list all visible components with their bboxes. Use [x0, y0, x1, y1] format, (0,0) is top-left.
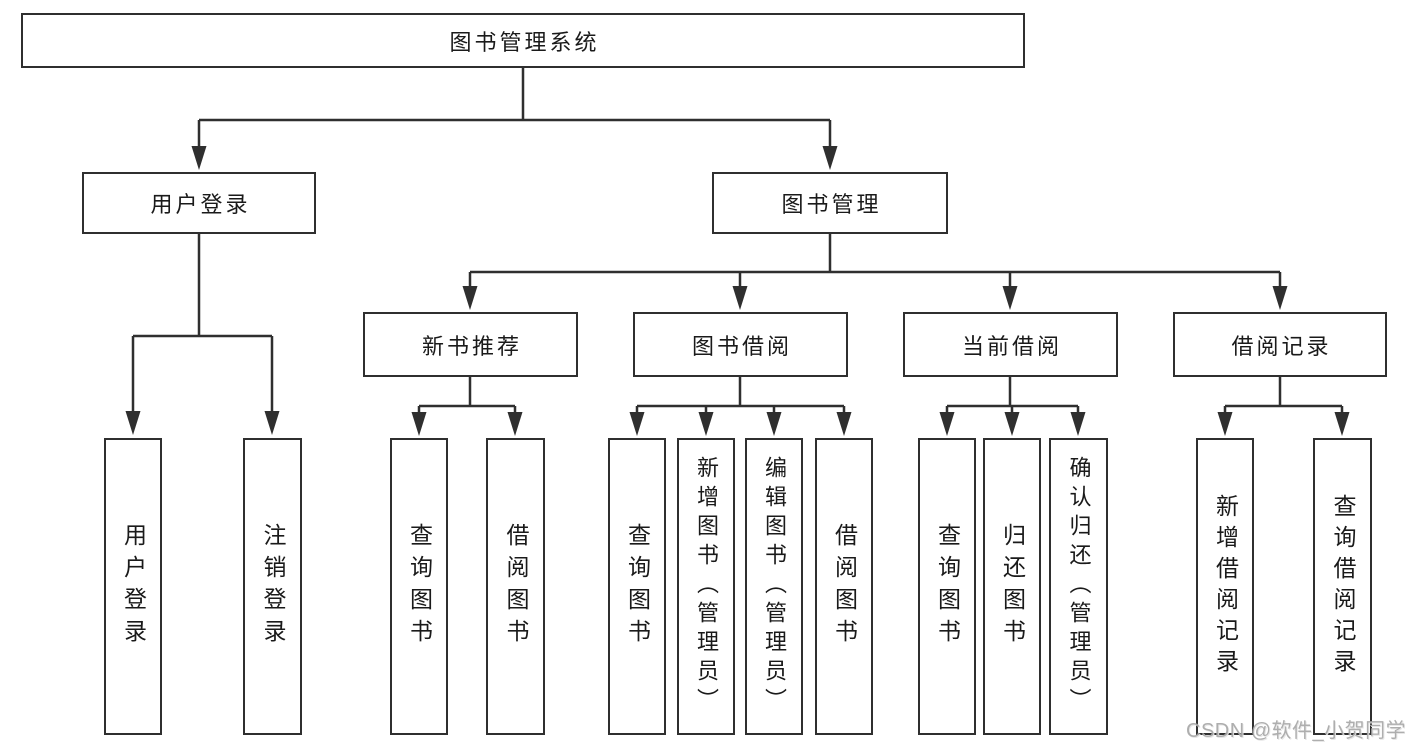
- leaf-query-books-recommend-label: 查询图书: [406, 522, 433, 651]
- leaf-edit-book-admin: 编辑图书（管理员）: [745, 438, 803, 735]
- leaf-query-books-recommend: 查询图书: [390, 438, 448, 735]
- leaf-confirm-return-admin-label: 确认归还（管理员）: [1066, 456, 1092, 717]
- watermark: CSDN @软件_小贺同学: [1186, 720, 1405, 742]
- node-current-borrowing: 当前借阅: [903, 312, 1118, 377]
- leaf-query-books-borrow: 查询图书: [608, 438, 666, 735]
- leaf-confirm-return-admin: 确认归还（管理员）: [1049, 438, 1108, 735]
- leaf-edit-book-admin-label: 编辑图书（管理员）: [762, 456, 787, 717]
- node-root-label: 图书管理系统: [449, 29, 600, 55]
- node-book-management: 图书管理: [712, 172, 948, 234]
- leaf-borrow-books-label: 借阅图书: [831, 522, 858, 651]
- leaf-query-books-borrow-label: 查询图书: [624, 522, 651, 651]
- node-root-library-management-system: 图书管理系统: [21, 13, 1025, 68]
- leaf-query-borrow-record: 查询借阅记录: [1313, 438, 1372, 735]
- node-book-borrowing: 图书借阅: [633, 312, 848, 377]
- node-borrowing-records-label: 借阅记录: [1231, 333, 1332, 359]
- leaf-add-borrow-record-label: 新增借阅记录: [1212, 493, 1239, 680]
- leaf-logout: 注销登录: [243, 438, 302, 735]
- node-book-management-label: 图书管理: [781, 192, 882, 217]
- node-book-borrowing-label: 图书借阅: [691, 333, 792, 359]
- leaf-logout-label: 注销登录: [260, 522, 286, 651]
- leaf-borrow-books-recommend-label: 借阅图书: [503, 522, 529, 651]
- node-borrowing-records: 借阅记录: [1173, 312, 1387, 377]
- leaf-user-login-label: 用户登录: [120, 522, 147, 651]
- leaf-user-login: 用户登录: [104, 438, 162, 735]
- leaf-add-borrow-record: 新增借阅记录: [1196, 438, 1254, 735]
- node-user-login-label: 用户登录: [150, 192, 251, 217]
- node-user-login: 用户登录: [82, 172, 316, 234]
- leaf-add-book-admin: 新增图书（管理员）: [677, 438, 735, 735]
- leaf-return-books-label: 归还图书: [999, 522, 1026, 651]
- leaf-query-books-current: 查询图书: [918, 438, 976, 735]
- node-current-borrowing-label: 当前借阅: [961, 333, 1062, 359]
- leaf-borrow-books-recommend: 借阅图书: [486, 438, 545, 735]
- leaf-return-books: 归还图书: [983, 438, 1041, 735]
- leaf-query-books-current-label: 查询图书: [934, 522, 961, 651]
- leaf-query-borrow-record-label: 查询借阅记录: [1330, 493, 1356, 680]
- leaf-add-book-admin-label: 新增图书（管理员）: [694, 456, 719, 717]
- node-new-book-recommendation-label: 新书推荐: [421, 333, 522, 359]
- node-new-book-recommendation: 新书推荐: [363, 312, 578, 377]
- leaf-borrow-books: 借阅图书: [815, 438, 873, 735]
